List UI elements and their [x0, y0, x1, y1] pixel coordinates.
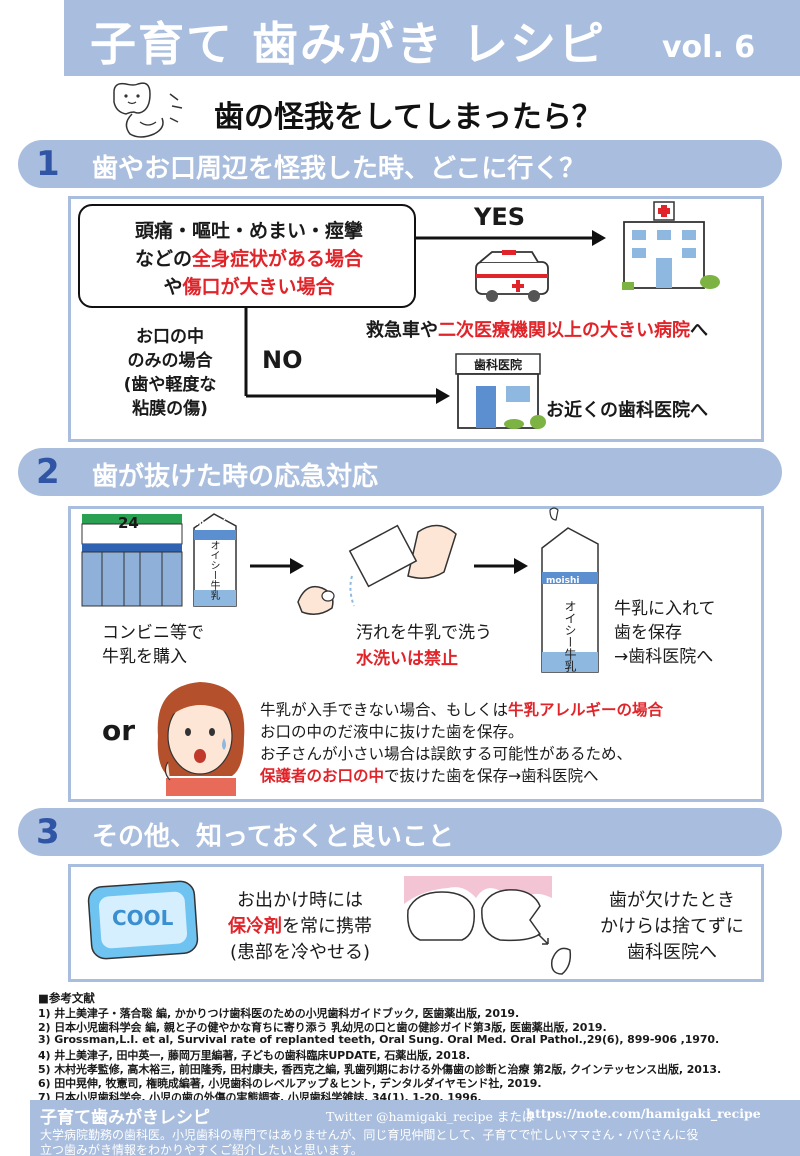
- reference-item: 1) 井上美津子・落合聡 編, かかりつけ歯科医のための小児歯科ガイドブック, …: [38, 1007, 520, 1020]
- milk-carton-with-tooth-icon: [541, 507, 599, 673]
- condition-line-1: 頭痛・嘔吐・めまい・痙攣: [134, 220, 363, 242]
- ambulance-text-suffix: へ: [690, 320, 708, 341]
- note-line-2: お口の中のだ液中に抜けた歯を保存。: [260, 723, 524, 741]
- or-label: or: [102, 714, 136, 747]
- condition-line-2-text: などの: [134, 248, 192, 270]
- chip-line-1: 歯が欠けたとき: [609, 890, 735, 911]
- parent-face-icon: [157, 682, 245, 796]
- condition-line-3-text: や: [163, 276, 183, 298]
- store-sign: 24: [118, 514, 139, 532]
- note-link[interactable]: https://note.com/hamigaki_recipe: [526, 1106, 761, 1121]
- washing-tooth-icon: [297, 524, 457, 615]
- milk-brand-label: moishi: [196, 518, 226, 527]
- tooth-mascot-icon: [113, 82, 183, 138]
- reference-item: 2) 日本小児歯科学会 編, 親と子の健やかな育ちに寄り添う 乳幼児の口と歯の健…: [38, 1021, 607, 1034]
- note-line-1-text: 牛乳が入手できない場合、もしくは: [260, 701, 509, 719]
- cool-pack-icon: [87, 880, 199, 960]
- systemic-symptoms-warning: 全身症状がある場合: [192, 248, 364, 270]
- footer-band-lower: [30, 1128, 800, 1156]
- hospital-icon: [622, 201, 720, 290]
- section1-bar: [18, 140, 782, 188]
- near-clinic-text: お近くの歯科医院へ: [546, 400, 708, 421]
- flow-arrows: [244, 230, 606, 404]
- mouth-only-line-2: のみの場合: [127, 351, 213, 371]
- keep-line-1: 牛乳に入れて: [614, 599, 716, 619]
- clinic-sign: 歯科医院: [474, 358, 523, 372]
- outing-line-2: 保冷剤を常に携帯: [210, 912, 390, 938]
- note-line-4: 保護者のお口の中で抜けた歯を保存→歯科医院へ: [260, 764, 599, 786]
- condition-line-3: や傷口が大きい場合: [80, 272, 418, 299]
- section2-number: 2: [36, 452, 60, 492]
- wash-line: 汚れを牛乳で洗う: [356, 623, 492, 643]
- step-arrows: [250, 558, 528, 574]
- footer-description-line-2: 立つ歯みがき情報をわかりやすくご紹介したいと思います。: [40, 1143, 363, 1156]
- section3-bar: [18, 808, 782, 856]
- footer-description-line-1: 大学病院勤務の歯科医。小児歯科の専門ではありませんが、同じ育児仲間として、子育て…: [40, 1128, 699, 1142]
- milk-allergy-highlight: 牛乳アレルギーの場合: [508, 701, 664, 719]
- keep-line-2: 歯を保存: [614, 623, 682, 643]
- note-line-4-text: で抜けた歯を保存→歯科医院へ: [384, 767, 599, 785]
- page-title: 子育て 歯みがき レシピ: [90, 17, 607, 71]
- section2-bar: [18, 448, 782, 496]
- section3-number: 3: [36, 812, 60, 852]
- ambulance-icon: [475, 250, 549, 302]
- condition-box: 頭痛・嘔吐・めまい・痙攣 などの全身症状がある場合 や傷口が大きい場合: [78, 204, 416, 308]
- ambulance-text-prefix: 救急車や: [366, 320, 438, 341]
- mouth-only-line-3: (歯や軽度な: [123, 375, 217, 395]
- cold-pack-highlight: 保冷剤: [228, 916, 282, 937]
- chip-line-2: かけらは捨てずに: [600, 916, 744, 937]
- keep-line-3: →歯科医院へ: [614, 647, 714, 667]
- dental-clinic-icon: [455, 353, 546, 429]
- convenience-store-icon: [81, 514, 183, 607]
- reference-item: 4) 井上美津子, 田中英一, 藤岡万里編著, 子どもの歯科臨床UPDATE, …: [38, 1049, 471, 1062]
- section3-title: その他、知っておくと良いこと: [92, 822, 454, 852]
- footer-band: [30, 1100, 800, 1130]
- large-wound-warning: 傷口が大きい場合: [182, 276, 335, 298]
- reference-item: 6) 田中晃伸, 牧憲司, 権暁成編著, 小児歯科のレベルアップ＆ヒント, デン…: [38, 1077, 542, 1090]
- reference-item: 5) 木村光孝監修, 高木裕三, 前田隆秀, 田村康夫, 香西克之編, 乳歯列期…: [38, 1063, 722, 1076]
- outing-line-1: お出かけ時には: [237, 890, 363, 911]
- section1-title: 歯やお口周辺を怪我した時、どこに行く？: [92, 154, 586, 184]
- references-heading: ■参考文献: [38, 991, 95, 1005]
- no-label: NO: [262, 346, 303, 374]
- mouth-only-line-1: お口の中: [136, 327, 204, 347]
- footer-title: 子育て歯みがきレシピ: [40, 1108, 210, 1128]
- reference-item: 3) Grossman,L.I. et al, Survival rate of…: [38, 1033, 720, 1046]
- parent-mouth-highlight: 保護者のお口の中: [260, 767, 385, 785]
- large-hospital-highlight: 二次医療機関以上の大きい病院: [438, 320, 690, 341]
- mouth-only-line-4: 粘膜の傷): [132, 399, 208, 419]
- outing-line-3: (患部を冷やせる): [229, 942, 371, 963]
- header-band: [64, 0, 800, 76]
- subtitle: 歯の怪我をしてしまったら？: [214, 100, 602, 135]
- milk-carton-label: オイシー牛乳: [208, 540, 219, 600]
- condition-line-2: などの全身症状がある場合: [80, 244, 418, 271]
- outing-line-2-text: を常に携帯: [282, 916, 372, 937]
- milk-brand-label-2: moishi: [546, 576, 580, 586]
- milk-carton-icon: [193, 513, 237, 607]
- note-line-1: 牛乳が入手できない場合、もしくは牛乳アレルギーの場合: [260, 698, 663, 720]
- yes-label: YES: [474, 203, 526, 231]
- chipped-tooth-icon: [404, 876, 572, 975]
- buy-milk-line-2: 牛乳を購入: [102, 647, 187, 667]
- twitter-handle[interactable]: Twitter @hamigaki_recipe または: [326, 1109, 535, 1124]
- buy-milk-line-1: コンビニ等で: [102, 623, 204, 643]
- volume-label: vol. 6: [662, 30, 756, 65]
- note-line-3: お子さんが小さい場合は誤飲する可能性があるため、: [260, 745, 633, 763]
- section2-title: 歯が抜けた時の応急対応: [92, 462, 379, 492]
- ambulance-hospital-text: 救急車や二次医療機関以上の大きい病院へ: [366, 316, 708, 342]
- milk-carton-label-2: オイシー牛乳: [563, 600, 577, 672]
- section1-number: 1: [36, 144, 60, 184]
- no-water-warning: 水洗いは禁止: [356, 649, 458, 669]
- chip-line-3: 歯科医院へ: [627, 942, 717, 963]
- cool-pack-label: COOL: [112, 906, 174, 930]
